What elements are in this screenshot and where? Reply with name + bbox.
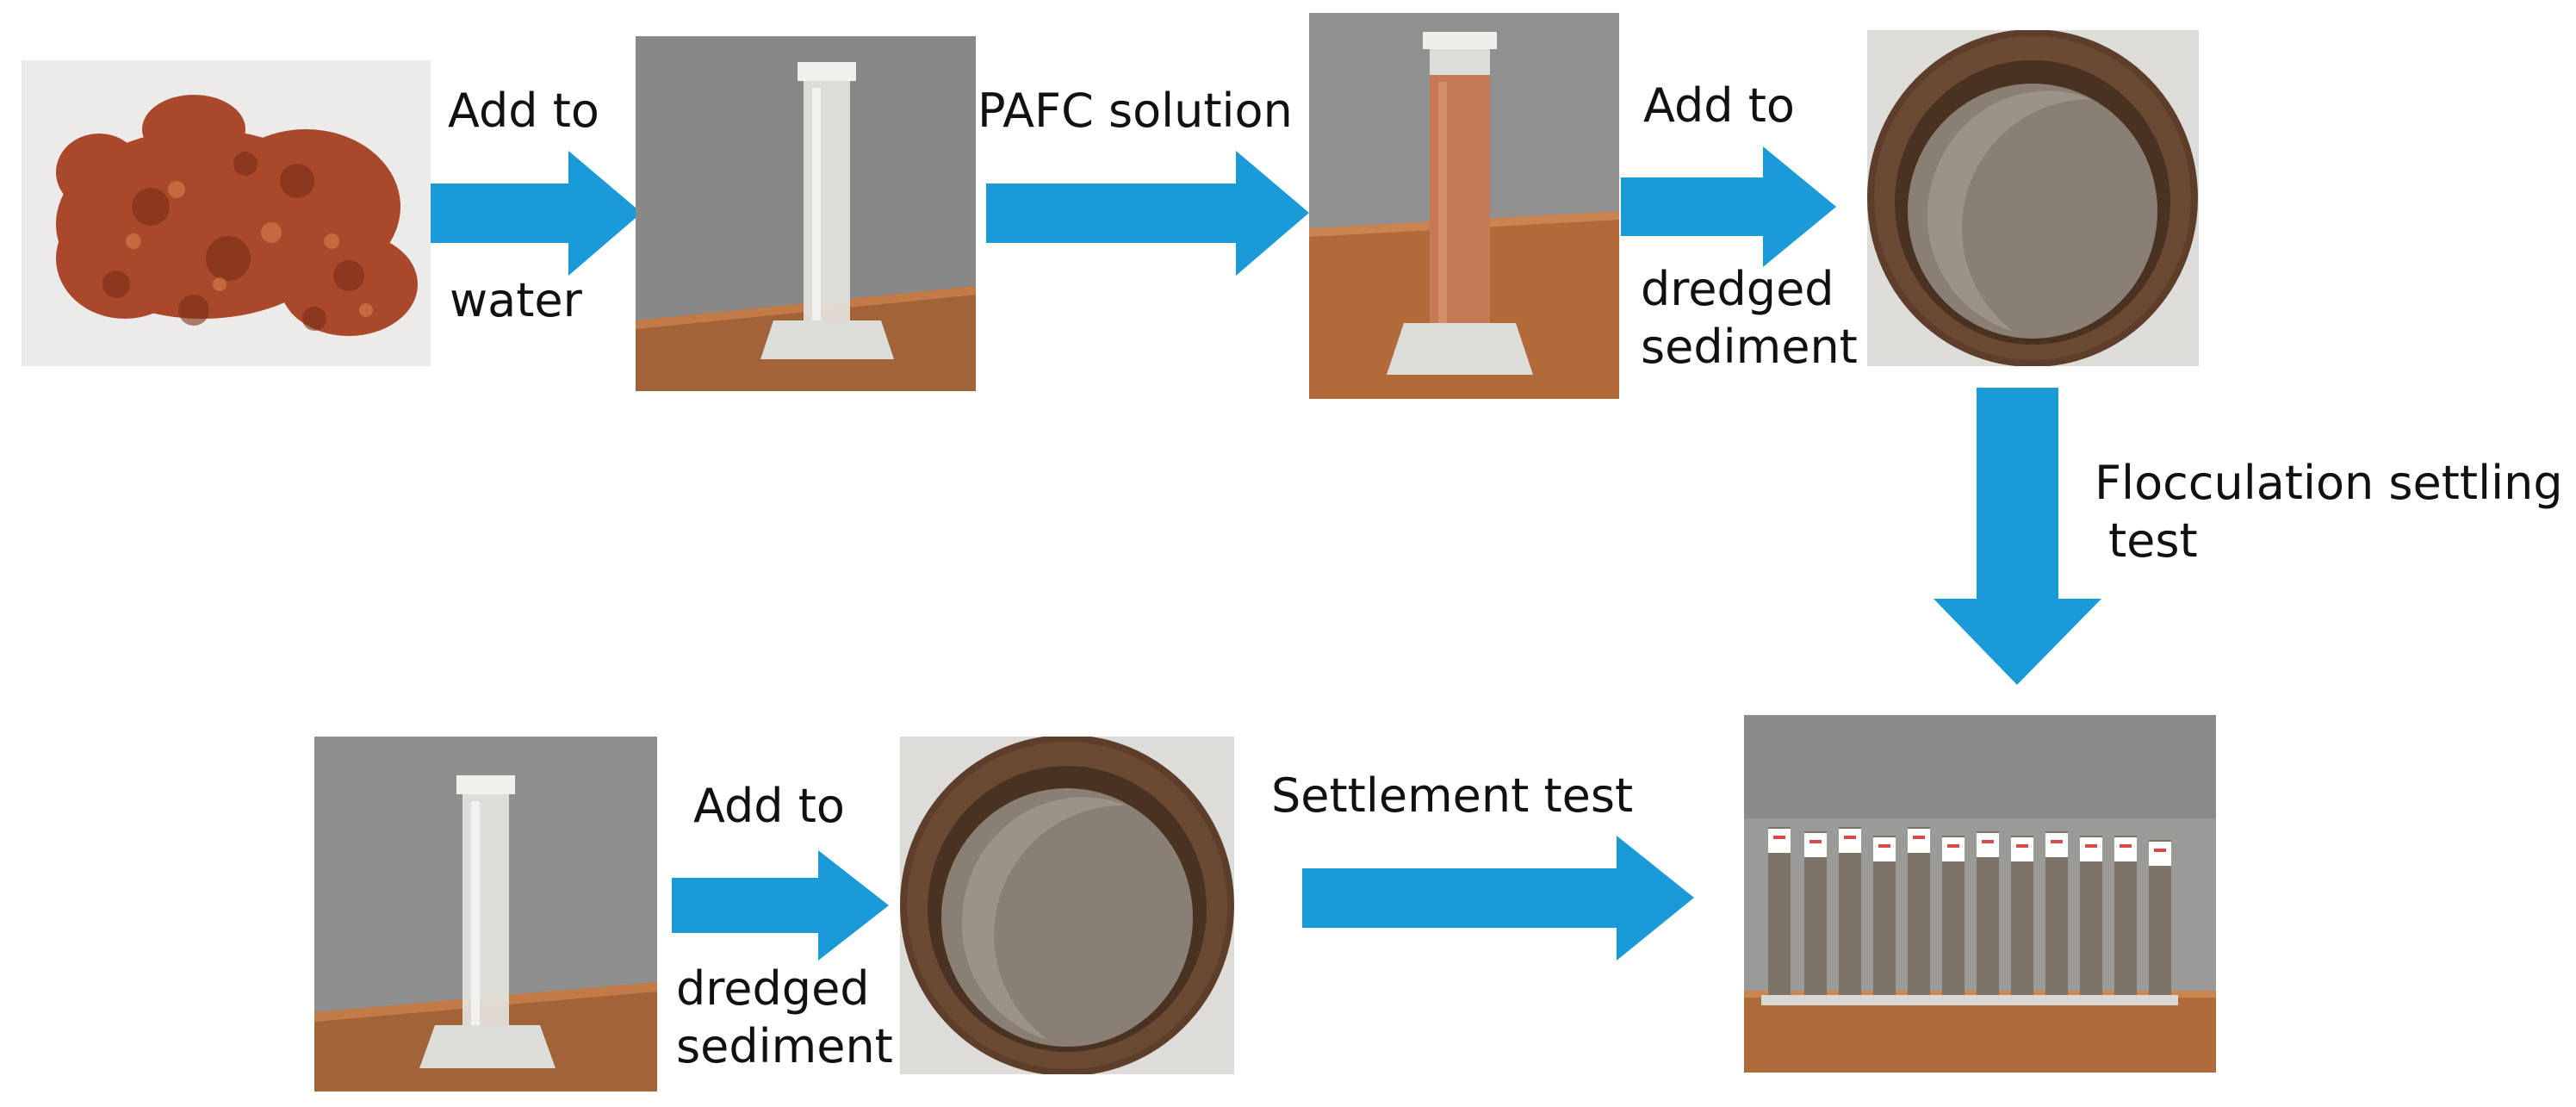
arrow-right-4 <box>672 850 889 961</box>
label-add-to-sediment-1-bottom-2: sediment <box>1641 320 1858 374</box>
pafc-powder-photo <box>22 60 431 366</box>
pafc-solution-cylinder-photo <box>1309 13 1619 399</box>
arrow-down <box>1934 388 2101 685</box>
label-add-to-sediment-2-top: Add to <box>693 779 845 833</box>
sediment-bucket-photo <box>1867 30 2199 366</box>
arrow-right-2 <box>986 151 1309 276</box>
label-pafc-solution: PAFC solution <box>978 84 1293 138</box>
label-add-to-sediment-2-bottom-1: dredged <box>676 961 870 1016</box>
label-add-to-sediment-1-top: Add to <box>1643 78 1795 133</box>
label-add-to-sediment-1-bottom-1: dredged <box>1641 262 1834 316</box>
cylinder-row-photo <box>1744 715 2216 1073</box>
label-flocculation-line-1: Flocculation settling <box>2095 456 2563 510</box>
label-add-to-water-bottom: water <box>450 273 582 327</box>
arrow-right-3 <box>1621 146 1836 267</box>
arrow-right-5 <box>1302 836 1694 961</box>
label-flocculation-line-2: test <box>2108 513 2198 568</box>
empty-cylinder-photo <box>636 36 976 391</box>
label-settlement-test: Settlement test <box>1271 768 1634 823</box>
label-add-to-sediment-2-bottom-2: sediment <box>676 1019 893 1073</box>
arrow-right-1 <box>431 151 642 276</box>
sediment-bucket-photo-2 <box>900 737 1234 1074</box>
label-add-to-water-top: Add to <box>448 84 599 138</box>
empty-cylinder-photo-2 <box>314 737 657 1091</box>
